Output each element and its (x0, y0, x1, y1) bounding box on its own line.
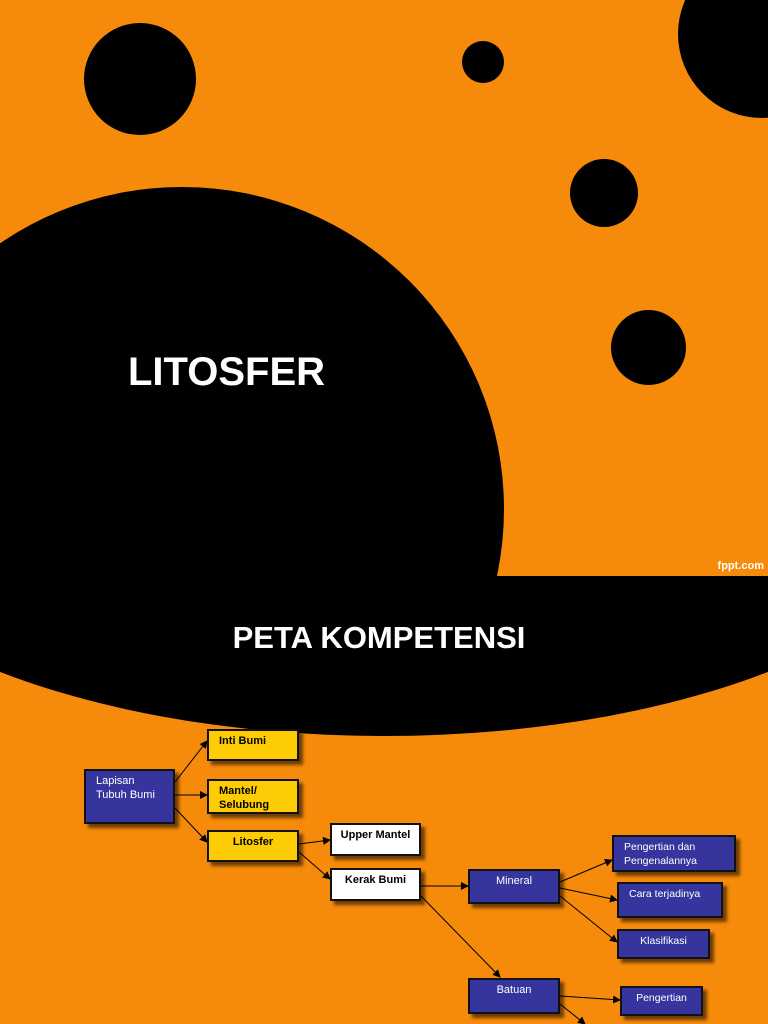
node-upper-mantel: Upper Mantel (330, 823, 421, 856)
node-pengertian-dan-pengenalannya: Pengertian dan Pengenalannya (612, 835, 736, 872)
node-kerak-bumi: Kerak Bumi (330, 868, 421, 901)
edge-mineral-cara (559, 887, 618, 903)
decorative-circle (84, 23, 196, 135)
slide-title: LITOSFER (128, 350, 326, 394)
node-inti-bumi: Inti Bumi (207, 729, 299, 761)
node-pengertian: Pengertian (620, 986, 703, 1016)
node-mantel-selubung: Mantel/ Selubung (207, 779, 299, 814)
node-klasifikasi: Klasifikasi (617, 929, 710, 959)
edge-batuan-pengertian (559, 995, 621, 1004)
node-lapisan-tubuh-bumi: Lapisan Tubuh Bumi (84, 769, 175, 824)
edge-litosfer-upper (298, 836, 331, 845)
edge-mineral-pengertian-pengenalan (559, 859, 613, 883)
decorative-circle (611, 310, 686, 385)
title-slide: LITOSFER fppt.com (0, 0, 768, 576)
node-litosfer: Litosfer (207, 830, 299, 862)
edge-lapisan-inti (174, 740, 208, 783)
node-mineral: Mineral (468, 869, 560, 904)
edge-lapisan-litosfer (174, 807, 208, 843)
black-header-band (0, 576, 768, 736)
decorative-circle (570, 159, 638, 227)
edge-mineral-klasifikasi (559, 895, 618, 943)
watermark-credit: fppt.com (717, 560, 764, 572)
node-batuan: Batuan (468, 978, 560, 1014)
decorative-circle (462, 41, 504, 83)
edge-litosfer-kerak (298, 851, 331, 880)
slide-title: PETA KOMPETENSI (232, 620, 526, 655)
edge-batuan-lower (559, 1003, 586, 1024)
connector-lines (174, 740, 621, 1024)
decorative-circle (678, 0, 768, 118)
node-cara-terjadinya: Cara terjadinya (617, 882, 723, 918)
concept-map-slide: PETA KOMPETENSI Lapisan Tubuh Bumi Inti … (0, 576, 768, 1024)
edge-kerak-batuan (420, 895, 501, 978)
